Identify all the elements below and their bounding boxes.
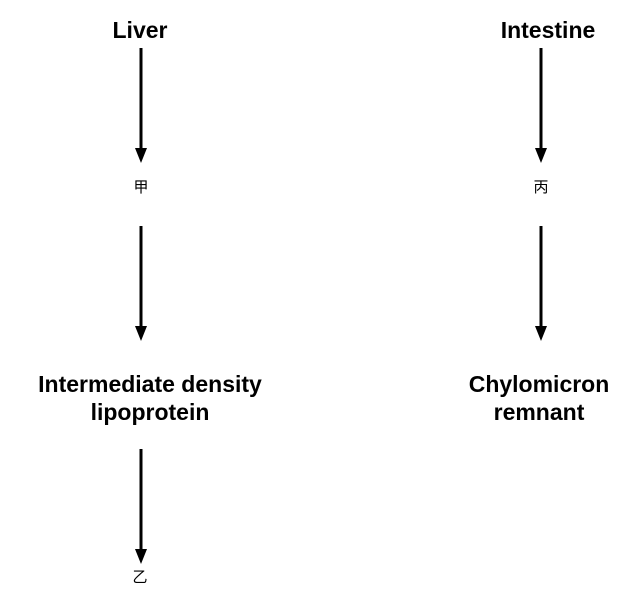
right-unknown-bing-label: 丙: [533, 178, 549, 196]
right-arrow-2: [535, 226, 547, 341]
chylomicron-remnant-label: Chylomicron remnant: [469, 370, 610, 426]
left-unknown-jia-label: 甲: [133, 178, 149, 196]
chylomicron-remnant-line2: remnant: [493, 399, 585, 425]
chylomicron-remnant-line1: Chylomicron: [468, 371, 610, 397]
intestine-label: Intestine: [500, 17, 596, 43]
idl-label-line2: lipoprotein: [90, 399, 210, 425]
left-arrow-1: [135, 48, 147, 163]
idl-label-line1: Intermediate density: [38, 371, 262, 397]
left-unknown-yi-label: 乙: [132, 568, 148, 586]
left-arrow-3: [135, 449, 147, 564]
liver-label: Liver: [112, 17, 168, 43]
right-arrow-1: [535, 48, 547, 163]
idl-label: Intermediate density lipoprotein: [38, 370, 262, 426]
left-arrow-2: [135, 226, 147, 341]
